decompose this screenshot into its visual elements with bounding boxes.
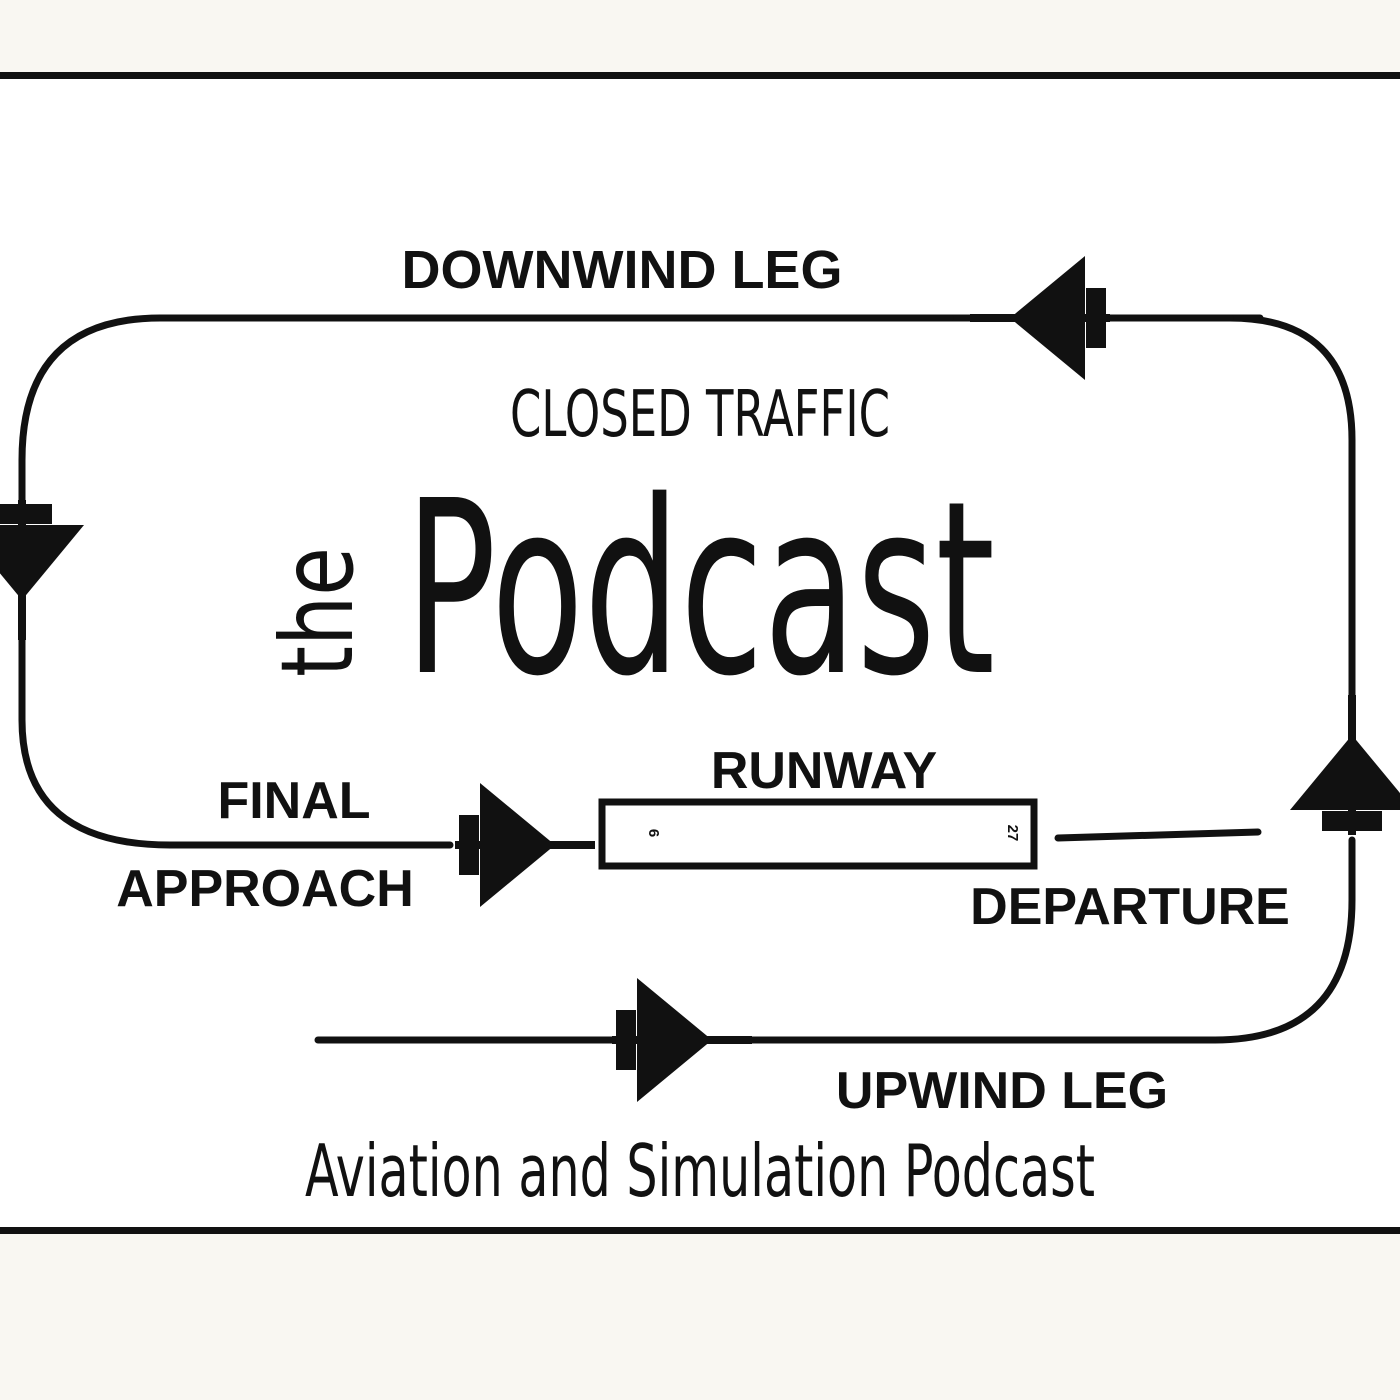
label-downwind-leg: DOWNWIND LEG (402, 240, 843, 300)
runway-strip (598, 798, 1038, 870)
airplane-icon (612, 978, 752, 1102)
label-final: FINAL (217, 772, 370, 830)
title-closed-traffic: CLOSED TRAFFIC (510, 378, 890, 452)
title-podcast: Podcast (405, 449, 995, 729)
airplane-icon (970, 256, 1110, 380)
title-the: the (259, 547, 376, 677)
upwind-path (314, 836, 1356, 1044)
label-departure: DEPARTURE (970, 878, 1290, 936)
label-runway: RUNWAY (711, 742, 937, 800)
tagline: Aviation and Simulation Podcast (305, 1129, 1095, 1213)
runway-number-right: 27 (1004, 825, 1021, 842)
label-upwind-leg: UPWIND LEG (836, 1062, 1168, 1120)
runway-number-left: 6 (645, 829, 662, 837)
airplane-icon (455, 783, 595, 907)
label-approach: APPROACH (116, 860, 414, 918)
departure-line (1054, 828, 1262, 842)
downwind-path (1229, 314, 1356, 704)
airplane-icon (1290, 695, 1400, 835)
airplane-icon (0, 500, 84, 640)
